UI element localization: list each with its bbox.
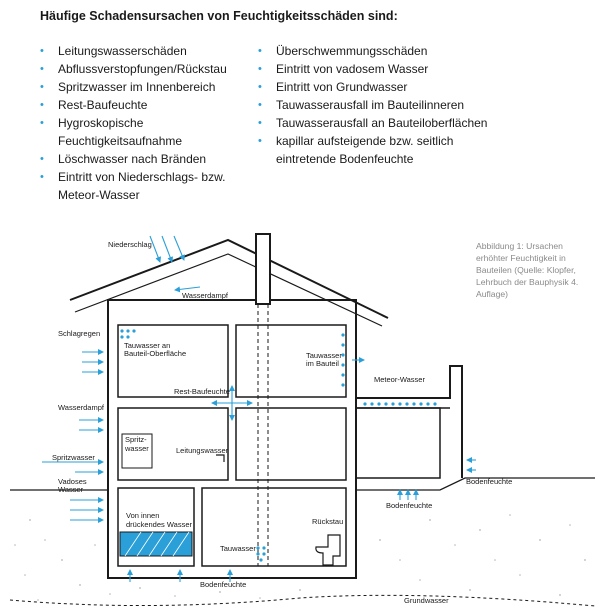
label-tauwasser-basement: Tauwasser xyxy=(220,544,256,553)
cause-item: Tauwasserausfall an Bauteiloberflächen xyxy=(258,114,488,132)
cause-item: Abflussverstopfungen/Rückstau xyxy=(40,60,240,78)
label-spritzwasser-room-1: Spritz- xyxy=(125,435,147,444)
toilet-icon xyxy=(315,534,341,566)
cause-item: Leitungswasserschäden xyxy=(40,42,240,60)
causes-list-right: Überschwemmungsschäden Eintritt von vado… xyxy=(258,42,488,168)
label-rest-baufeuchte: Rest-Baufeuchte xyxy=(174,387,230,396)
label-meteor-wasser: Meteor-Wasser xyxy=(374,375,425,384)
label-wasserdampf-left: Wasserdampf xyxy=(58,403,105,412)
label-tauwasser-bauteil-2: im Bauteil xyxy=(306,359,339,368)
cause-item: Tauwasserausfall im Bauteilinneren xyxy=(258,96,488,114)
label-rueckstau: Rückstau xyxy=(312,517,343,526)
label-vadoses-1: Vadoses xyxy=(58,477,87,486)
cause-item: Rest-Baufeuchte xyxy=(40,96,240,114)
label-wasserdampf-roof: Wasserdampf xyxy=(182,291,229,300)
faucet-icon xyxy=(216,454,225,462)
label-innen-2: drückendes Wasser xyxy=(126,520,193,529)
label-vadoses-2: Wasser xyxy=(58,485,84,494)
diagram-labels: Niederschlag Wasserdampf Schlagregen Tau… xyxy=(52,240,512,605)
cause-item: kapillar aufsteigende bzw. seitlich eint… xyxy=(258,132,488,168)
shaft-lines xyxy=(257,304,269,566)
house-structure xyxy=(69,233,463,579)
label-innen-1: Von innen xyxy=(126,511,159,520)
moisture-arrows xyxy=(42,235,476,582)
label-niederschlag: Niederschlag xyxy=(108,240,152,249)
label-spritzwasser-room-2: wasser xyxy=(124,444,149,453)
water-basin xyxy=(119,531,193,557)
cause-item: Eintritt von Niederschlags- bzw. Meteor-… xyxy=(40,168,240,204)
water-droplets xyxy=(120,329,437,562)
label-bodenfeuchte-bottom: Bodenfeuchte xyxy=(200,580,246,589)
cause-item: Überschwemmungsschäden xyxy=(258,42,488,60)
cause-item: Spritzwasser im Innenbereich xyxy=(40,78,240,96)
soil-texture xyxy=(14,514,586,601)
label-grundwasser: Grundwasser xyxy=(404,596,449,605)
cause-item: Eintritt von Grundwasser xyxy=(258,78,488,96)
cause-item: Eintritt von vadosem Wasser xyxy=(258,60,488,78)
water-basin-hatch xyxy=(124,531,190,557)
cause-item: Löschwasser nach Bränden xyxy=(40,150,240,168)
label-leitungswasser: Leitungswasser xyxy=(176,446,229,455)
label-tauwasser-oberflaeche-2: Bauteil-Oberfläche xyxy=(124,349,186,358)
figure-caption: Abbildung 1: Ursachen erhöhter Feuchtigk… xyxy=(476,241,579,299)
label-spritzwasser-left: Spritzwasser xyxy=(52,453,95,462)
label-bodenfeuchte-right: Bodenfeuchte xyxy=(466,477,512,486)
label-tauwasser-bauteil-1: Tauwasser xyxy=(306,351,342,360)
cause-item: Hygroskopische Feuchtigkeitsaufnahme xyxy=(40,114,240,150)
label-schlagregen: Schlagregen xyxy=(58,329,100,338)
ground-lines xyxy=(9,477,596,607)
label-bodenfeuchte-mid: Bodenfeuchte xyxy=(386,501,432,510)
label-tauwasser-oberflaeche-1: Tauwasser an xyxy=(124,341,170,350)
causes-list-left: Leitungswasserschäden Abflussverstopfung… xyxy=(40,42,240,204)
page-heading: Häufige Schadensursachen von Feuchtigkei… xyxy=(40,9,398,23)
